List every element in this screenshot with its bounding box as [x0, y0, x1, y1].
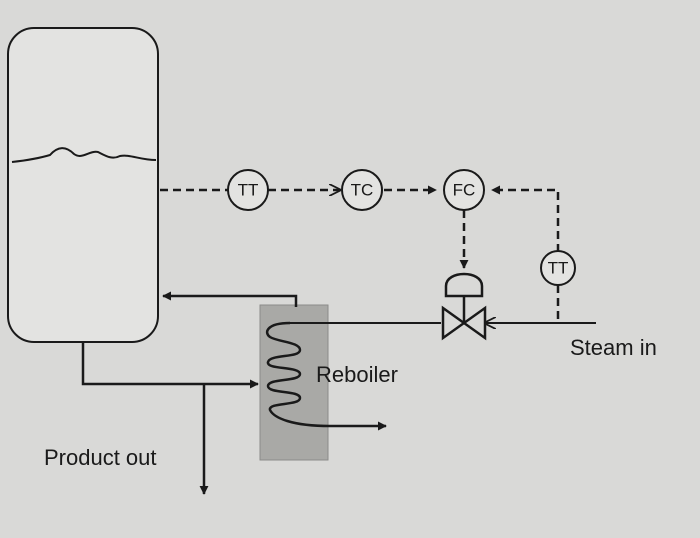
- instrument-tt1: TT: [227, 169, 269, 211]
- bottoms-line: [81, 342, 259, 389]
- signal-lines: [160, 185, 560, 321]
- distillation-column: [7, 27, 159, 343]
- instrument-tc-label: TC: [351, 181, 374, 200]
- instrument-fc-label: FC: [453, 181, 476, 200]
- reboiler-coil: [265, 321, 387, 431]
- instrument-tt2: TT: [540, 250, 576, 286]
- instrument-tt1-label: TT: [238, 181, 259, 200]
- signal-tt2-to-fc: [491, 185, 560, 252]
- instrument-tt2-label: TT: [548, 259, 569, 278]
- steam-in-label: Steam in: [570, 335, 657, 360]
- liquid-level-line: [11, 147, 157, 163]
- instrument-tc: TC: [341, 169, 383, 211]
- vapor-return-line: [162, 291, 298, 307]
- product-out-label: Product out: [44, 445, 157, 470]
- reboiler-label: Reboiler: [316, 362, 398, 387]
- control-valve: [441, 272, 487, 341]
- instrument-fc: FC: [443, 169, 485, 211]
